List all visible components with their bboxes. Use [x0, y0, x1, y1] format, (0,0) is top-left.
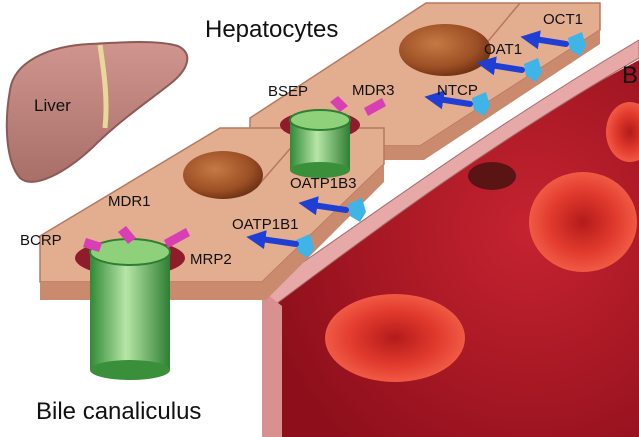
oatp1b3-label: OATP1B3 — [290, 175, 357, 192]
bsep-pump — [330, 96, 348, 112]
oct1-transporter — [568, 32, 586, 56]
uptake-arrows — [246, 30, 569, 250]
arrow-icon — [476, 56, 525, 76]
oatp1b3-transporter — [348, 198, 366, 222]
mrp2-pump — [164, 228, 190, 248]
red-blood-cell — [468, 162, 516, 190]
red-blood-cell — [606, 102, 639, 162]
mdr3-pump — [364, 98, 386, 116]
nucleus-front — [183, 151, 263, 199]
mdr1-label: MDR1 — [108, 193, 151, 210]
oct1-label: OCT1 — [543, 11, 584, 28]
oat1-transporter — [524, 58, 542, 82]
efflux-pumps — [83, 96, 386, 252]
arrow-icon — [246, 230, 299, 250]
bcrp-label: BCRP — [20, 232, 62, 249]
mdr1-pump — [118, 226, 136, 244]
ntcp-transporter — [472, 92, 490, 116]
hepatocytes-label: Hepatocytes — [205, 16, 339, 43]
arrow-icon — [298, 196, 349, 216]
ntcp-label: NTCP — [437, 82, 478, 99]
red-blood-cell — [529, 172, 637, 272]
bile-canaliculus-label: Bile canaliculus — [36, 398, 202, 425]
bcrp-pump — [83, 238, 102, 252]
bsep-label: BSEP — [268, 83, 309, 100]
bile-canaliculus-front — [75, 238, 185, 380]
arrow-icon — [424, 90, 473, 110]
arrow-icon — [520, 30, 569, 50]
mdr3-label: MDR3 — [352, 82, 395, 99]
liver-organ — [5, 41, 189, 183]
oatp1b1-transporter — [296, 234, 314, 258]
mrp2-label: MRP2 — [190, 251, 232, 268]
bile-canaliculus-back — [280, 109, 360, 178]
nucleus-back — [399, 24, 491, 76]
oat1-label: OAT1 — [484, 41, 523, 58]
uptake-transporters — [296, 32, 586, 258]
oatp1b1-label: OATP1B1 — [232, 216, 299, 233]
blood-vessel — [261, 39, 639, 437]
liver-label: Liver — [34, 96, 71, 115]
red-blood-cell — [325, 294, 465, 382]
blood-label: B — [622, 62, 639, 89]
